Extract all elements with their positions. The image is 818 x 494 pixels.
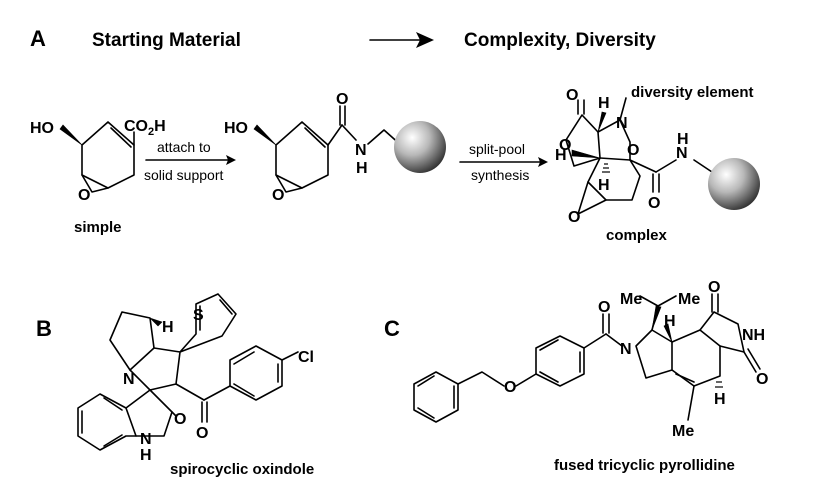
diversity-element-label: diversity element (631, 84, 754, 101)
svg-text:O: O (568, 209, 580, 226)
svg-text:Me: Me (678, 291, 700, 308)
svg-text:H: H (356, 160, 368, 177)
svg-text:H: H (598, 177, 610, 194)
panel-b-label: B (36, 316, 52, 341)
svg-text:O: O (648, 195, 660, 212)
starting-material-molecule: HO CO2H O (30, 118, 166, 204)
resin-bead (394, 121, 446, 173)
svg-text:O: O (174, 411, 186, 428)
svg-text:O: O (559, 137, 571, 154)
svg-text:O: O (708, 279, 720, 296)
svg-text:S: S (193, 307, 204, 324)
svg-text:CO2H: CO2H (124, 118, 166, 138)
svg-text:O: O (598, 299, 610, 316)
svg-text:NH: NH (742, 327, 765, 344)
arrow2-label-bottom: synthesis (471, 167, 529, 183)
arrow-attach-support (145, 155, 236, 165)
svg-text:O: O (78, 187, 90, 204)
arrow1-label-top: attach to (157, 139, 211, 155)
svg-text:HO: HO (30, 120, 54, 137)
svg-text:O: O (336, 91, 348, 108)
arrow-split-pool (459, 157, 548, 167)
spirocyclic-oxindole-molecule: S H N Cl O O N H (77, 293, 314, 464)
heading-arrow (369, 32, 434, 48)
svg-text:N: N (140, 431, 152, 448)
svg-text:O: O (566, 87, 578, 104)
heading-starting-material: Starting Material (92, 30, 241, 51)
arrow1-label-bottom: solid support (144, 167, 223, 183)
panel-c-label: C (384, 316, 400, 341)
svg-text:H: H (677, 131, 689, 148)
svg-text:N: N (355, 142, 367, 159)
svg-text:H: H (664, 313, 676, 330)
svg-text:HO: HO (224, 120, 248, 137)
arrow2-label-top: split-pool (469, 141, 525, 157)
svg-text:N: N (620, 341, 632, 358)
svg-text:Cl: Cl (298, 349, 314, 366)
caption-fused-tricyclic-pyrollidine: fused tricyclic pyrollidine (554, 457, 735, 474)
resin-bound-molecule: HO O N H O (224, 91, 403, 204)
svg-text:O: O (272, 187, 284, 204)
svg-text:Me: Me (620, 291, 642, 308)
svg-text:N: N (123, 371, 135, 388)
svg-text:Me: Me (672, 423, 694, 440)
product-resin-bead (708, 158, 760, 210)
heading-complexity-diversity: Complexity, Diversity (464, 30, 656, 51)
svg-text:N: N (616, 115, 628, 132)
svg-text:O: O (504, 379, 516, 396)
svg-text:H: H (714, 391, 726, 408)
fused-tricyclic-pyrollidine-molecule: Me Me O N H O NH O H O Me (413, 279, 768, 440)
complex-product-molecule: O O H N O H H O N H O (555, 87, 713, 226)
svg-text:N: N (676, 145, 688, 162)
panel-a-label: A (30, 26, 46, 51)
svg-text:H: H (140, 447, 152, 464)
svg-text:H: H (162, 319, 174, 336)
caption-spirocyclic-oxindole: spirocyclic oxindole (170, 461, 314, 478)
svg-text:H: H (555, 147, 567, 164)
caption-complex: complex (606, 227, 668, 244)
svg-text:O: O (196, 425, 208, 442)
caption-simple: simple (74, 219, 122, 236)
svg-text:H: H (598, 95, 610, 112)
svg-text:O: O (756, 371, 768, 388)
svg-text:O: O (627, 142, 639, 159)
